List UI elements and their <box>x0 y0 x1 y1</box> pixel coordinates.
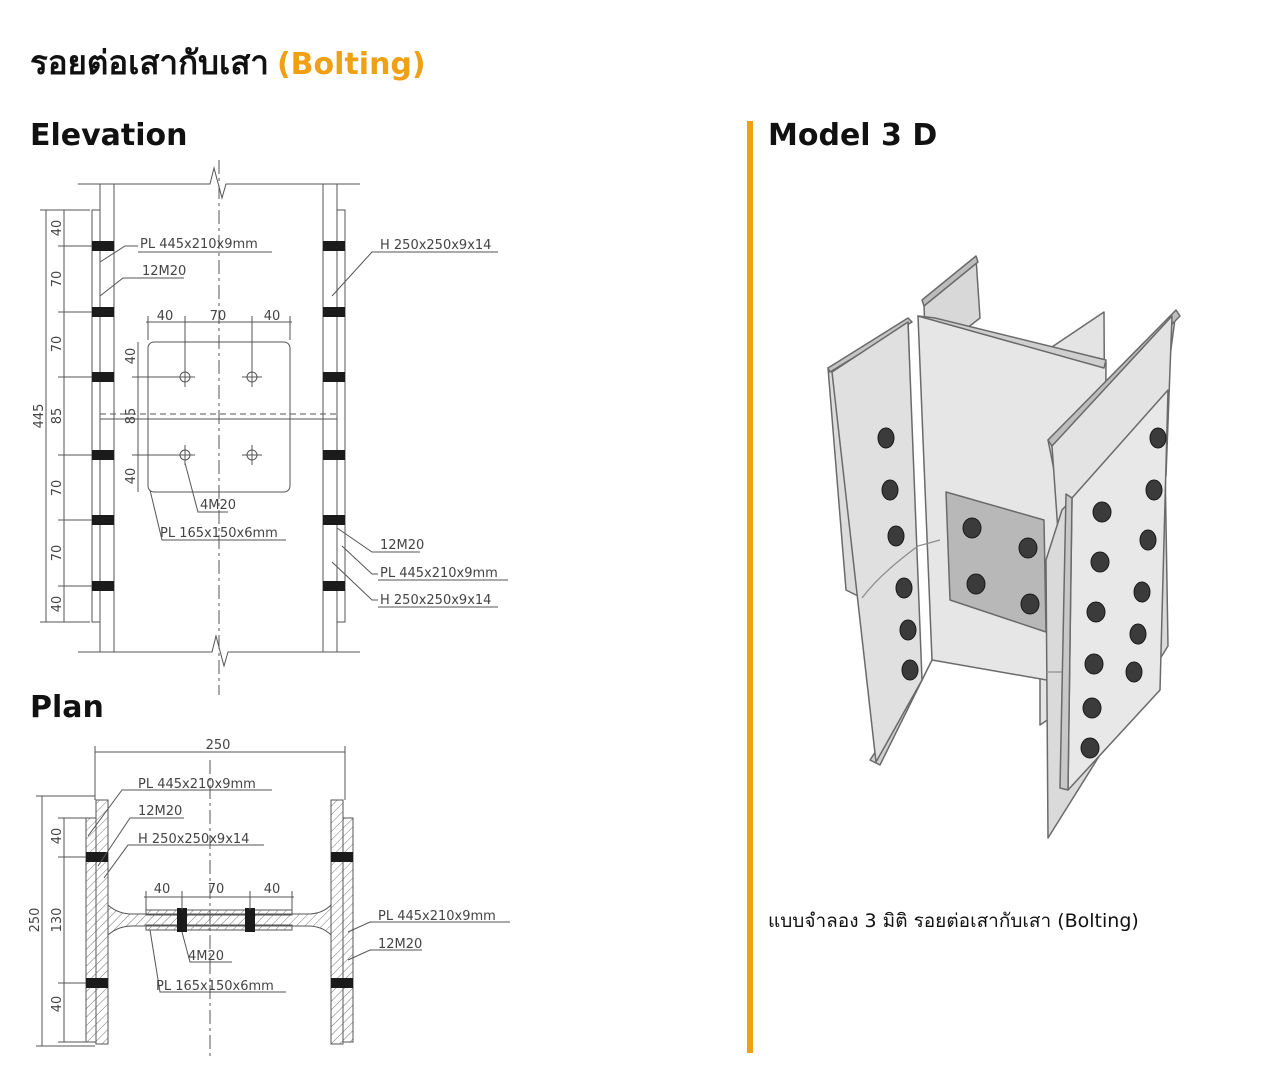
elev-label-pl-outer-2: PL 445x210x9mm <box>380 566 498 581</box>
plan-dim-total: 250 <box>28 908 43 933</box>
elev-label-bolts-outer: 12M20 <box>142 264 186 279</box>
page-title: รอยต่อเสากับเสา(Bolting) <box>30 36 426 89</box>
plan-heading: Plan <box>30 690 104 725</box>
elev-dim-top-3: 40 <box>264 309 281 324</box>
elev-label-pl-outer: PL 445x210x9mm <box>140 237 258 252</box>
elev-dim-left-4: 85 <box>50 408 65 425</box>
model-heading: Model 3 D <box>768 118 938 153</box>
plan-label-pl-outer: PL 445x210x9mm <box>138 777 256 792</box>
plan-label-bolts-outer: 12M20 <box>138 804 182 819</box>
elev-dim-left-6: 70 <box>50 545 65 562</box>
plan-label-pl-outer-r: PL 445x210x9mm <box>378 909 496 924</box>
plan-dim-left-3: 40 <box>50 996 65 1013</box>
elev-dim-top-1: 40 <box>157 309 174 324</box>
plan-dim-left-1: 40 <box>50 828 65 845</box>
plan-label-bolts-inner: 4M20 <box>188 949 224 964</box>
plan-dim-top-3: 40 <box>264 882 281 897</box>
plan-dim-width: 250 <box>206 738 231 753</box>
elev-label-h-section-2: H 250x250x9x14 <box>380 593 491 608</box>
plan-label-pl-inner: PL 165x150x6mm <box>156 979 274 994</box>
elev-label-pl-inner: PL 165x150x6mm <box>160 526 278 541</box>
elev-dim-left-7: 40 <box>50 596 65 613</box>
plan-dim-top-2: 70 <box>208 882 225 897</box>
elev-dim-total: 445 <box>32 404 47 429</box>
elev-dim-inner-2: 85 <box>124 408 139 425</box>
title-accent: (Bolting) <box>276 47 426 82</box>
plan-label-h-section: H 250x250x9x14 <box>138 832 249 847</box>
elev-dim-top-2: 70 <box>210 309 227 324</box>
elev-dim-left-2: 70 <box>50 271 65 288</box>
elev-label-bolts-outer-2: 12M20 <box>380 538 424 553</box>
elevation-heading: Elevation <box>30 118 188 153</box>
section-divider <box>747 121 753 1053</box>
elev-dim-inner-1: 40 <box>124 348 139 365</box>
plan-label-bolts-outer-r: 12M20 <box>378 937 422 952</box>
plan-dim-left-2: 130 <box>50 908 65 933</box>
elev-label-h-section: H 250x250x9x14 <box>380 238 491 253</box>
plan-dim-top-1: 40 <box>154 882 171 897</box>
elev-label-bolts-inner: 4M20 <box>200 498 236 513</box>
model-caption: แบบจำลอง 3 มิติ รอยต่อเสากับเสา (Bolting… <box>768 910 1139 932</box>
elev-dim-inner-3: 40 <box>124 468 139 485</box>
elev-dim-left-1: 40 <box>50 220 65 237</box>
elev-dim-left-3: 70 <box>50 336 65 353</box>
title-main: รอยต่อเสากับเสา <box>30 43 269 82</box>
elev-dim-left-5: 70 <box>50 480 65 497</box>
